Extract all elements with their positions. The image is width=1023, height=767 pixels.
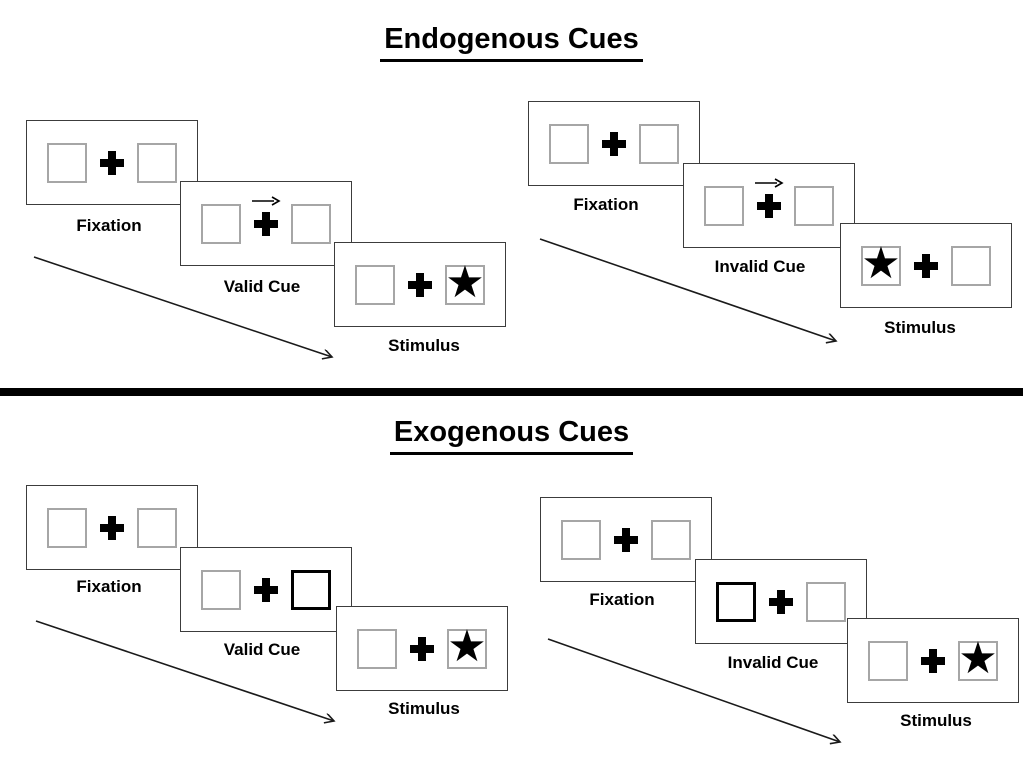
fixation-cross-icon: [408, 272, 432, 297]
fixation-cross-icon: [602, 131, 626, 156]
placeholder-box-right: [137, 142, 177, 183]
fixation-cross-icon: [410, 636, 434, 661]
target-box-right: ★: [447, 621, 487, 671]
panel-endogenous-valid-cue: [180, 181, 352, 266]
fixation-cross-icon: [254, 211, 278, 236]
step-label-fixation: Fixation: [573, 195, 639, 214]
target-box-right: ★: [958, 633, 998, 683]
panel-endogenous-valid-fixation: [26, 120, 198, 205]
timeline-arrow-endogenous-valid: [33, 256, 332, 357]
target-box-left: ★: [861, 238, 901, 288]
timeline-arrow-exogenous-valid: [35, 620, 334, 721]
exogenous-section-title: Exogenous Cues: [0, 416, 1023, 455]
step-label-invalid-cue: Invalid Cue: [727, 653, 819, 672]
star-stimulus-icon: ★: [447, 621, 487, 671]
star-stimulus-icon: ★: [958, 633, 998, 683]
panel-endogenous-valid-stimulus: ★: [334, 242, 506, 327]
placeholder-box-left: [704, 185, 744, 226]
placeholder-box-left: [355, 264, 395, 305]
endogenous-section-title: Endogenous Cues: [0, 23, 1023, 62]
fixation-cross-icon: [100, 515, 124, 540]
panel-exogenous-invalid-fixation: [540, 497, 712, 582]
fixation-cross-icon: [769, 589, 793, 614]
step-label-fixation: Fixation: [76, 216, 142, 235]
placeholder-box-right: [806, 581, 846, 622]
timeline-arrow-endogenous-invalid: [539, 238, 836, 341]
highlighted-cue-box-left: [716, 581, 756, 622]
fixation-cross-icon: [254, 577, 278, 602]
placeholder-box-left: [201, 203, 241, 244]
fixation-cross-icon: [100, 150, 124, 175]
fixation-cross-icon: [914, 253, 938, 278]
step-label-invalid-cue: Invalid Cue: [714, 257, 806, 276]
fixation-cross-icon: [757, 193, 781, 218]
step-label-stimulus: Stimulus: [388, 699, 460, 718]
panel-exogenous-invalid-stimulus: ★: [847, 618, 1019, 703]
placeholder-box-right: [951, 245, 991, 286]
panel-exogenous-valid-fixation: [26, 485, 198, 570]
placeholder-box-right: [639, 123, 679, 164]
placeholder-box-left: [868, 640, 908, 681]
section-divider: [0, 388, 1023, 396]
highlighted-cue-box-right: [291, 569, 331, 610]
step-label-stimulus: Stimulus: [388, 336, 460, 355]
fixation-cross-icon: [921, 648, 945, 673]
step-label-valid-cue: Valid Cue: [223, 640, 301, 659]
placeholder-box-left: [561, 519, 601, 560]
right-arrow-cue-icon: [755, 177, 784, 188]
panel-endogenous-invalid-cue: [683, 163, 855, 248]
placeholder-box-left: [47, 142, 87, 183]
star-stimulus-icon: ★: [445, 257, 485, 307]
panel-endogenous-invalid-fixation: [528, 101, 700, 186]
step-label-fixation: Fixation: [589, 590, 655, 609]
placeholder-box-left: [549, 123, 589, 164]
placeholder-box-right: [651, 519, 691, 560]
fixation-cross-icon: [614, 527, 638, 552]
panel-exogenous-valid-stimulus: ★: [336, 606, 508, 691]
step-label-valid-cue: Valid Cue: [223, 277, 301, 296]
placeholder-box-left: [201, 569, 241, 610]
step-label-fixation: Fixation: [76, 577, 142, 596]
star-stimulus-icon: ★: [861, 238, 901, 288]
panel-exogenous-valid-cue: [180, 547, 352, 632]
placeholder-box-right: [137, 507, 177, 548]
panel-exogenous-invalid-cue: [695, 559, 867, 644]
placeholder-box-left: [47, 507, 87, 548]
placeholder-box-right: [291, 203, 331, 244]
step-label-stimulus: Stimulus: [900, 711, 972, 730]
step-label-stimulus: Stimulus: [884, 318, 956, 337]
panel-endogenous-invalid-stimulus: ★: [840, 223, 1012, 308]
placeholder-box-left: [357, 628, 397, 669]
placeholder-box-right: [794, 185, 834, 226]
right-arrow-cue-icon: [252, 195, 281, 206]
target-box-right: ★: [445, 257, 485, 307]
